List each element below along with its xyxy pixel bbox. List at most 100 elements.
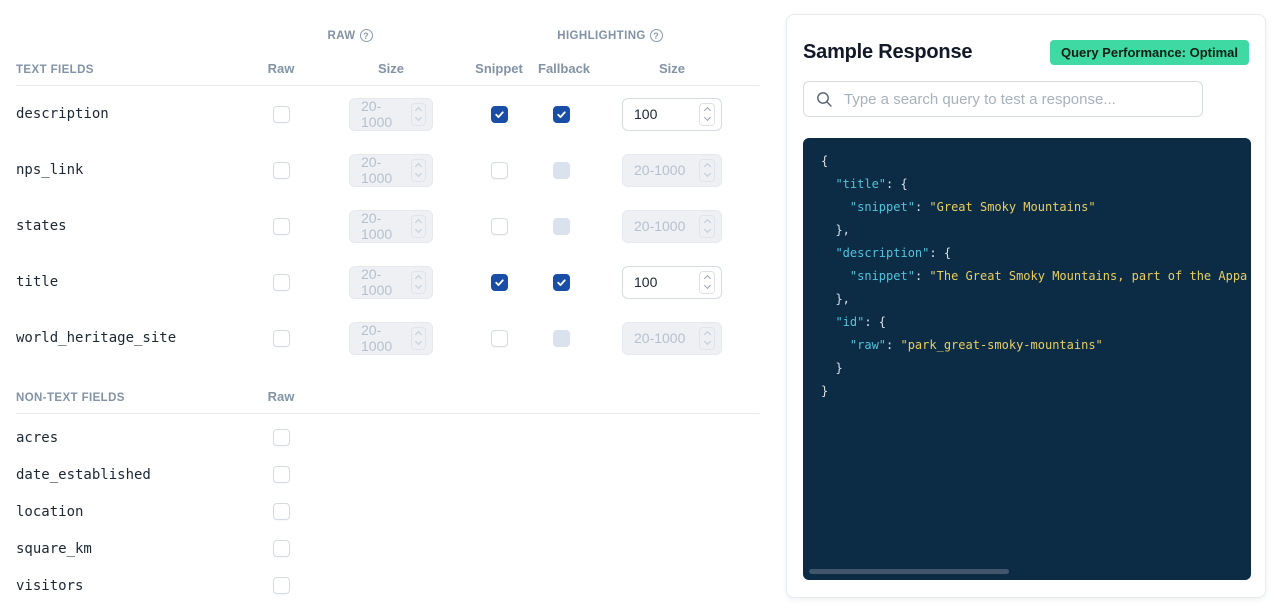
table-row: square_km <box>16 530 760 567</box>
raw-checkbox[interactable] <box>272 161 290 179</box>
size-value: 100 <box>634 106 658 122</box>
stepper-down-icon <box>414 113 422 122</box>
code-line: } <box>821 384 829 398</box>
stepper-down-icon <box>414 169 422 178</box>
stepper <box>410 270 426 294</box>
table-row: location <box>16 493 760 530</box>
raw-checkbox[interactable] <box>272 105 290 123</box>
column-header-snippet: Snippet <box>475 61 523 76</box>
raw-size-input: 20-1000 <box>349 153 433 187</box>
stepper-down-icon <box>703 225 711 234</box>
code-lines: { "title": { "snippet": "Great Smoky Mou… <box>821 150 1248 403</box>
stepper <box>699 326 715 350</box>
code-line: "id": { <box>835 315 887 329</box>
raw-checkbox[interactable] <box>272 273 290 291</box>
stepper[interactable] <box>699 102 715 126</box>
field-name: visitors <box>16 577 84 594</box>
snippet-checkbox[interactable] <box>490 329 508 347</box>
table-row: title 20-1000 100 <box>16 254 760 310</box>
column-header-raw-nontext: Raw <box>267 389 295 404</box>
raw-checkbox[interactable] <box>272 466 290 483</box>
highlight-size-input[interactable]: 100 <box>622 97 722 131</box>
field-name: square_km <box>16 540 92 557</box>
field-name: acres <box>16 429 59 446</box>
raw-checkbox[interactable] <box>272 540 290 557</box>
search-box[interactable] <box>803 81 1203 117</box>
text-fields-rows: description 20-1000 100 nps_link 20-1000 20-1… <box>16 86 760 366</box>
raw-checkbox[interactable] <box>272 329 290 347</box>
snippet-checkbox[interactable] <box>490 105 508 123</box>
raw-size-input: 20-1000 <box>349 321 433 355</box>
search-input[interactable] <box>842 89 1190 109</box>
stepper-down-icon <box>414 225 422 234</box>
stepper-down-icon <box>703 113 711 122</box>
group-header-highlighting: HIGHLIGHTING ? <box>460 29 760 42</box>
raw-checkbox[interactable] <box>272 217 290 235</box>
size-value: 20-1000 <box>361 322 393 354</box>
stepper <box>699 158 715 182</box>
stepper <box>410 214 426 238</box>
snippet-checkbox[interactable] <box>490 273 508 291</box>
raw-size-input: 20-1000 <box>349 97 433 131</box>
snippet-checkbox[interactable] <box>490 217 508 235</box>
stepper-down-icon <box>414 281 422 290</box>
highlight-size-input: 20-1000 <box>622 153 722 187</box>
column-header-fallback: Fallback <box>538 61 591 76</box>
code-line: "snippet": "The Great Smoky Mountains, p… <box>849 269 1248 283</box>
stepper-down-icon <box>703 281 711 290</box>
code-line: }, <box>821 292 850 306</box>
card-header: Sample Response Query Performance: Optim… <box>803 37 1249 67</box>
raw-checkbox[interactable] <box>272 577 290 594</box>
horizontal-scrollbar-thumb[interactable] <box>809 569 1009 574</box>
raw-checkbox[interactable] <box>272 429 290 446</box>
stepper-down-icon <box>703 337 711 346</box>
highlighting-help-icon[interactable]: ? <box>649 29 663 42</box>
highlight-size-input: 20-1000 <box>622 321 722 355</box>
size-value: 20-1000 <box>361 98 393 130</box>
field-name: date_established <box>16 466 151 483</box>
stepper-down-icon <box>414 337 422 346</box>
sample-response-card: Sample Response Query Performance: Optim… <box>786 14 1266 598</box>
group-header-raw: RAW ? <box>240 29 460 42</box>
fallback-checkbox[interactable] <box>552 105 570 123</box>
raw-size-input: 20-1000 <box>349 265 433 299</box>
highlight-size-input[interactable]: 100 <box>622 265 722 299</box>
field-settings-panel: RAW ? HIGHLIGHTING ? TEXT FIELDS Raw Siz… <box>16 0 760 604</box>
size-value: 20-1000 <box>361 210 393 242</box>
snippet-checkbox[interactable] <box>490 161 508 179</box>
group-header-row: RAW ? HIGHLIGHTING ? <box>16 0 760 42</box>
stepper-down-icon <box>703 169 711 178</box>
field-name: states <box>16 218 67 234</box>
stepper <box>410 102 426 126</box>
table-row: world_heritage_site 20-1000 20-1000 <box>16 310 760 366</box>
column-header-raw: Raw <box>267 61 295 76</box>
field-name: description <box>16 106 109 122</box>
table-row: description 20-1000 100 <box>16 86 760 142</box>
fallback-checkbox <box>552 217 570 235</box>
stepper <box>410 158 426 182</box>
field-name: title <box>16 274 59 290</box>
size-value: 20-1000 <box>361 154 393 186</box>
code-line: { <box>821 154 829 168</box>
raw-checkbox[interactable] <box>272 503 290 520</box>
table-row: nps_link 20-1000 20-1000 <box>16 142 760 198</box>
code-line: }, <box>821 223 850 237</box>
table-row: visitors <box>16 567 760 604</box>
size-value: 20-1000 <box>361 266 393 298</box>
code-line: "title": { <box>835 177 908 191</box>
non-text-fields-column-headers: NON-TEXT FIELDS Raw <box>16 370 760 414</box>
field-name: nps_link <box>16 162 84 178</box>
stepper[interactable] <box>699 270 715 294</box>
fallback-checkbox[interactable] <box>552 273 570 291</box>
code-line: "snippet": "Great Smoky Mountains" <box>849 200 1096 214</box>
size-value: 20-1000 <box>634 330 686 346</box>
stepper <box>699 214 715 238</box>
raw-help-icon[interactable]: ? <box>359 29 373 42</box>
code-line: } <box>821 361 843 375</box>
text-fields-column-headers: TEXT FIELDS Raw Size Snippet Fallback Si… <box>16 42 760 86</box>
column-header-hl-size: Size <box>658 61 685 76</box>
field-name: world_heritage_site <box>16 330 177 346</box>
card-title: Sample Response <box>803 40 973 63</box>
table-row: acres <box>16 419 760 456</box>
